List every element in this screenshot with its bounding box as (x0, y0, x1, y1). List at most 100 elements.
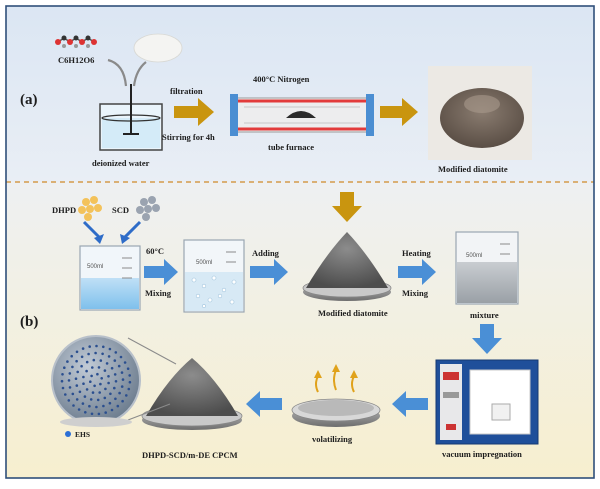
pore-dot (71, 365, 74, 369)
pore-dot (121, 399, 124, 403)
pore-dot (93, 384, 96, 388)
pore-dot (116, 404, 120, 408)
figure-border (5, 5, 595, 479)
pore-dot (102, 404, 105, 408)
pore-dot (120, 385, 124, 388)
pore-dot (91, 366, 94, 369)
pore-dot (87, 352, 90, 356)
dhpd-add-arrow (82, 220, 102, 240)
pore-dot (104, 411, 107, 414)
pore-dot (77, 408, 81, 411)
pore-dot (75, 359, 78, 363)
pore-dot (114, 351, 118, 354)
pore-dot (119, 355, 123, 359)
beaker-2-mark: 500ml (196, 260, 212, 266)
panel-a-label: (a) (20, 92, 38, 108)
pore-dot (94, 351, 97, 355)
pore-dot (95, 405, 98, 409)
pore-dot (104, 387, 107, 391)
pore-dot (117, 364, 121, 368)
arrow-heat-mix-2 (398, 259, 436, 285)
pore-dot (108, 347, 112, 351)
filtration-label: filtration (170, 86, 203, 96)
pore-dot (90, 374, 93, 378)
pore-dot (74, 377, 78, 381)
pore-dot (128, 380, 132, 384)
glucose-molecule-icon (55, 35, 97, 48)
arrow-heat-mix (144, 259, 178, 285)
vapor-arrowheads (314, 364, 358, 378)
modified-diatomite-photo (428, 66, 532, 160)
pore-dot (128, 374, 131, 377)
pore-dot (103, 396, 107, 400)
volatilizing-label: volatilizing (312, 434, 353, 444)
pore-dot (85, 369, 88, 373)
powder-pile-icon (141, 358, 243, 430)
pore-dot (99, 382, 102, 386)
pore-dot (118, 391, 121, 395)
beaker-icon (99, 84, 163, 151)
beaker-3-mark: 500ml (466, 253, 482, 259)
beaker-1-mark: 500ml (87, 264, 103, 270)
pore-dot (102, 345, 105, 349)
furnace-condition-label: 400°C Nitrogen (253, 74, 310, 84)
mixture-label: mixture (470, 310, 499, 320)
pore-dot (83, 395, 87, 398)
pour-arrow-left (107, 58, 128, 87)
pore-dot (99, 359, 103, 362)
pore-dot (113, 386, 116, 390)
pore-dot (76, 370, 79, 374)
tube-furnace-icon (230, 94, 374, 136)
pore-dot (80, 364, 83, 368)
pore-dot (98, 391, 101, 394)
pore-dot (108, 401, 112, 405)
pore-dot (110, 408, 114, 412)
mixing-1-label: Mixing (145, 288, 172, 298)
pore-dot (127, 387, 131, 391)
zoom-line-bottom (127, 403, 171, 421)
scd-add-arrowhead (120, 234, 130, 244)
modified-diatomite-label: Modified diatomite (438, 164, 508, 174)
pore-dot (82, 382, 85, 386)
beaker-icon (183, 239, 245, 313)
pore-dot (61, 386, 65, 390)
pore-dot (107, 381, 110, 385)
pore-dot (97, 412, 101, 416)
pore-dot (95, 344, 98, 348)
pore-dot (67, 379, 71, 382)
pore-dot (81, 402, 85, 405)
pore-dot (92, 358, 96, 362)
vacuum-oven-icon (435, 359, 539, 445)
temp-label: 60°C (146, 246, 164, 256)
pore-dot (80, 355, 84, 359)
pore-dot (90, 412, 94, 416)
pore-dot (84, 411, 87, 414)
pore-dot (68, 372, 72, 375)
zoom-line-top (127, 337, 177, 365)
arrow-to-volatilizing (392, 391, 428, 417)
pore-dot (123, 361, 127, 364)
pore-dot (96, 372, 99, 376)
pore-dot (110, 366, 114, 370)
solvent-label: deionized water (92, 158, 150, 168)
pore-dot (96, 398, 100, 402)
pour-arrow-right (132, 61, 147, 87)
pore-dot (89, 380, 92, 384)
pore-dot (109, 392, 112, 396)
pore-dot (100, 377, 103, 380)
pore-dot (82, 375, 85, 379)
scd-add-arrow (122, 220, 142, 240)
ehs-label: EHS (75, 430, 90, 439)
heating-label: Heating (402, 248, 432, 258)
furnace-name-label: tube furnace (268, 142, 314, 152)
arrow-down-from-a (332, 192, 362, 222)
pore-dot (75, 398, 79, 401)
pore-dot (72, 404, 75, 407)
pore-dot (88, 404, 91, 408)
pore-dot (81, 347, 85, 350)
pore-dot (70, 354, 73, 358)
volatilizing-dish-icon (291, 398, 381, 427)
pore-dot (89, 398, 93, 401)
